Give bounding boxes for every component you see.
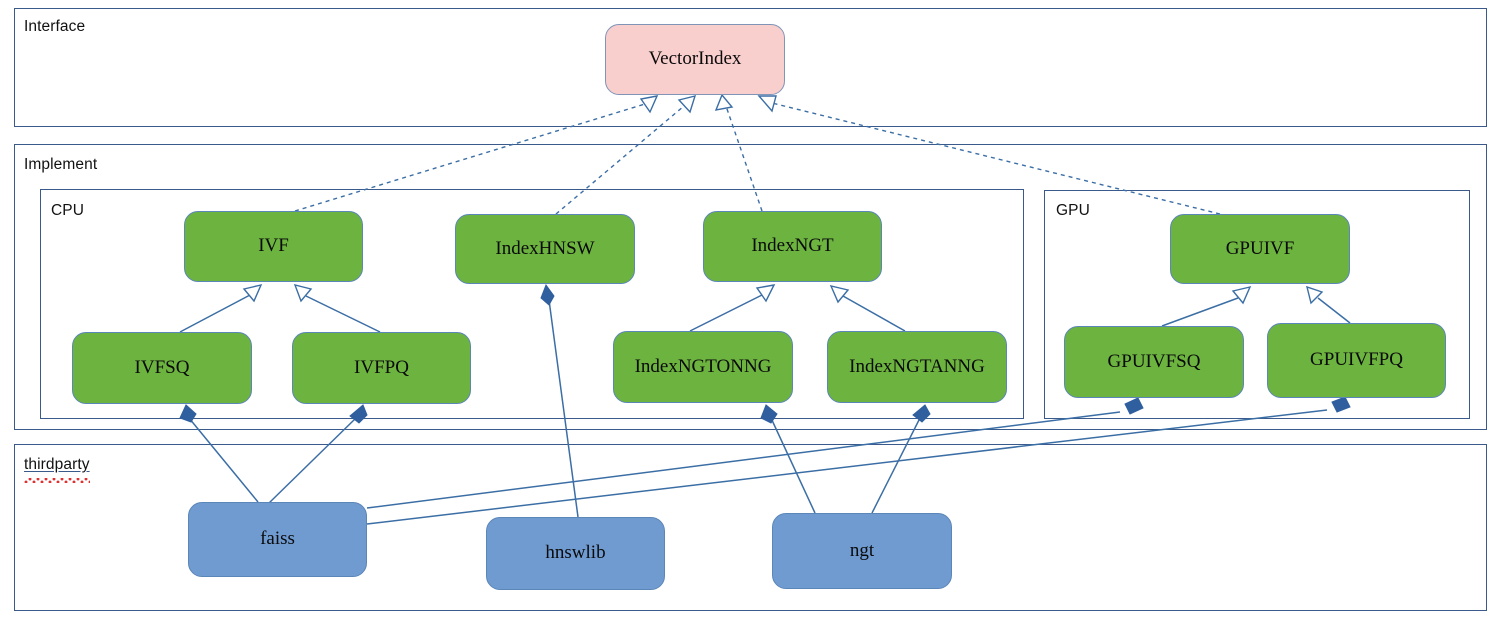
node-ngt[interactable]: ngt	[772, 513, 952, 589]
node-hnswlib[interactable]: hnswlib	[486, 517, 665, 590]
node-vectorindex[interactable]: VectorIndex	[605, 24, 785, 95]
node-gpuivfsq[interactable]: GPUIVFSQ	[1064, 326, 1244, 398]
panel-interface-label: Interface	[24, 18, 86, 35]
panel-implement-label: Implement	[24, 156, 98, 173]
node-gpuivf[interactable]: GPUIVF	[1170, 214, 1350, 284]
panel-thirdparty-label: thirdparty	[24, 456, 90, 473]
node-indexngt[interactable]: IndexNGT	[703, 211, 882, 282]
node-indexngtonng[interactable]: IndexNGTONNG	[613, 331, 793, 403]
node-ivf[interactable]: IVF	[184, 211, 363, 282]
panel-cpu-label: CPU	[51, 202, 85, 219]
spellcheck-underline-icon	[24, 478, 90, 483]
node-ivfpq[interactable]: IVFPQ	[292, 332, 471, 404]
panel-gpu-label: GPU	[1056, 202, 1090, 219]
node-faiss[interactable]: faiss	[188, 502, 367, 577]
node-ivfsq[interactable]: IVFSQ	[72, 332, 252, 404]
node-indexngtanng[interactable]: IndexNGTANNG	[827, 331, 1007, 403]
node-indexhnsw[interactable]: IndexHNSW	[455, 214, 635, 284]
node-gpuivfpq[interactable]: GPUIVFPQ	[1267, 323, 1446, 398]
